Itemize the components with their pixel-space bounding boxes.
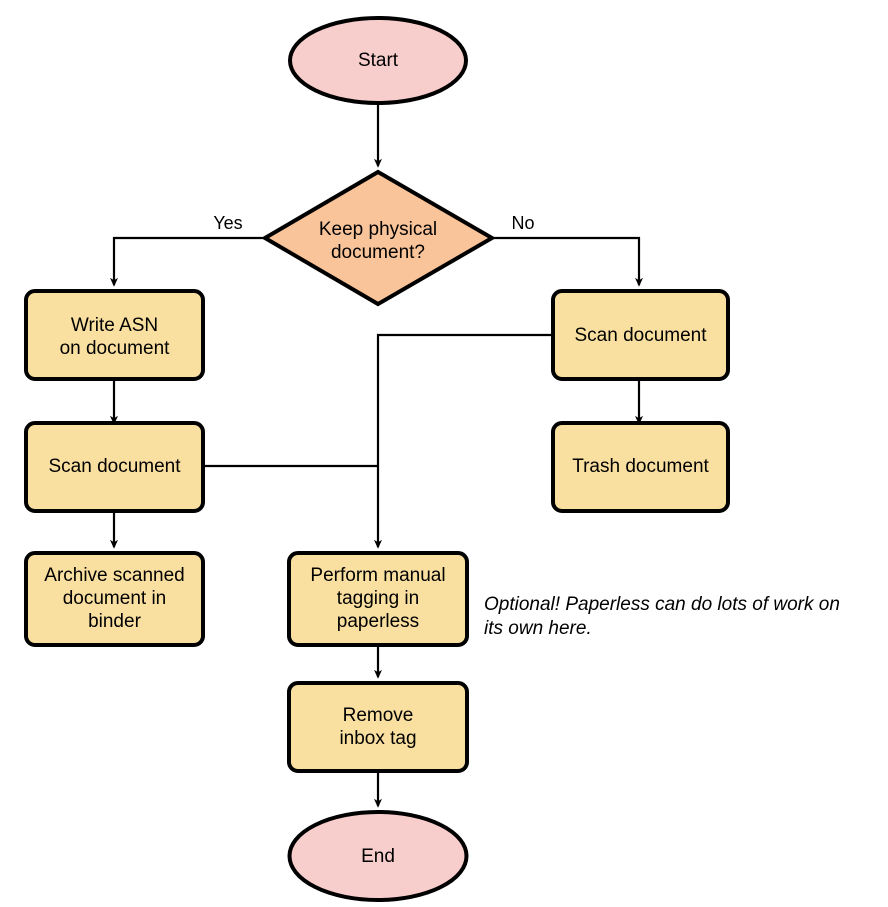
remove-inbox-tag-box	[287, 681, 469, 773]
node-end[interactable]: End	[287, 810, 469, 902]
decision-diamond	[261, 169, 496, 307]
archive-label-line3: binder	[88, 611, 141, 632]
edge-label-no: No	[511, 213, 534, 233]
scan-document-left-label: Scan document	[48, 456, 181, 477]
write-asn-label-line1: Write ASN	[71, 315, 158, 336]
end-ellipse	[287, 810, 469, 902]
node-perform-manual-tagging[interactable]: Perform manual tagging in paperless	[287, 551, 469, 647]
edge-decision-no-to-scan-right	[492, 236, 643, 287]
start-ellipse	[288, 16, 468, 105]
trash-document-label: Trash document	[572, 456, 709, 477]
edge-label-yes: Yes	[213, 213, 242, 233]
manual-tagging-label-line1: Perform manual	[310, 565, 445, 586]
scan-document-right-box	[551, 289, 730, 381]
archive-label-line2: document in	[63, 588, 167, 609]
manual-tagging-label-line2: tagging in	[337, 588, 419, 609]
manual-tagging-label-line3: paperless	[337, 611, 419, 632]
write-asn-label-line2: on document	[60, 338, 171, 359]
node-start[interactable]: Start	[288, 16, 468, 105]
node-remove-inbox-tag[interactable]: Remove inbox tag	[287, 681, 469, 773]
edge-scan-right-to-manual-tagging	[374, 333, 553, 549]
remove-inbox-label-line1: Remove	[343, 705, 414, 726]
node-scan-document-right[interactable]: Scan document	[551, 289, 730, 381]
decision-label-line2: document?	[331, 242, 425, 263]
scan-document-right-label: Scan document	[574, 325, 707, 346]
start-label: Start	[358, 50, 399, 71]
manual-tagging-box	[287, 551, 469, 647]
trash-document-box	[551, 421, 730, 513]
archive-label-line1: Archive scanned	[44, 565, 184, 586]
node-keep-physical-document[interactable]: Keep physical document?	[261, 169, 496, 307]
node-write-asn-on-document[interactable]: Write ASN on document	[24, 289, 205, 381]
archive-box	[24, 551, 205, 647]
node-scan-document-left[interactable]: Scan document	[24, 421, 205, 513]
decision-label-line1: Keep physical	[319, 219, 437, 240]
optional-note-line1: Optional! Paperless can do lots of work …	[484, 594, 840, 615]
node-trash-document[interactable]: Trash document	[551, 421, 730, 513]
write-asn-box	[24, 289, 205, 381]
end-label: End	[361, 846, 395, 867]
scan-document-left-box	[24, 421, 205, 513]
node-archive-scanned-document[interactable]: Archive scanned document in binder	[24, 551, 205, 647]
optional-note-line2: its own here.	[484, 618, 592, 639]
optional-note: Optional! Paperless can do lots of work …	[484, 594, 840, 639]
edge-decision-yes-to-write-asn	[110, 236, 265, 287]
remove-inbox-label-line2: inbox tag	[339, 728, 416, 749]
